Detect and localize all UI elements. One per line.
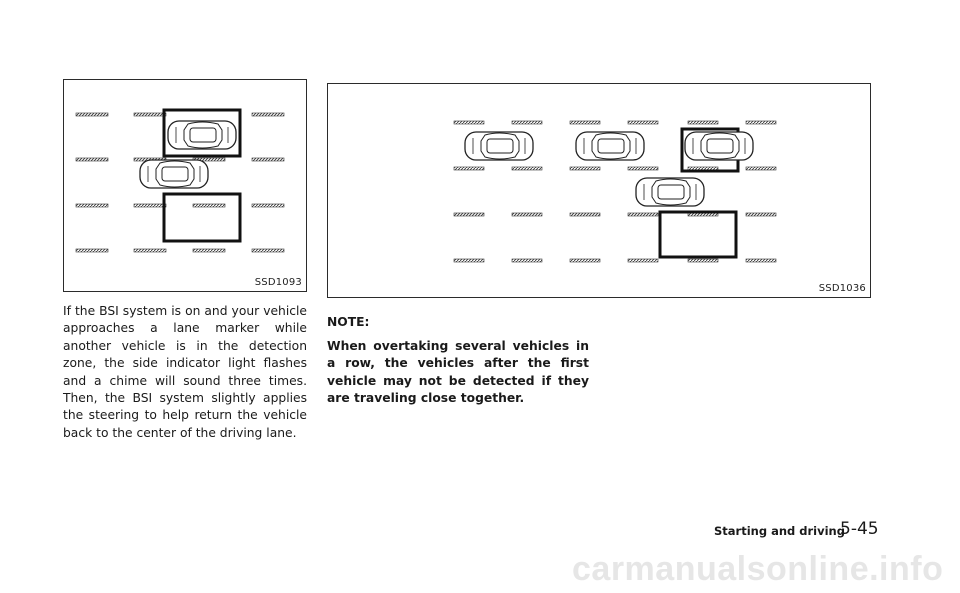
figure-bsi-lane-return: SSD1093 [63,79,307,292]
car-in-detection-zone [167,120,237,150]
vehicle-in-row-2 [575,131,645,161]
own-vehicle [139,159,209,189]
vehicle-in-row-1 [464,131,534,161]
detection-zone-lower [162,192,242,243]
note-text: When overtaking several vehicles in a ro… [327,339,589,406]
watermark: carmanualsonline.info [572,550,944,588]
page-number: 5-45 [840,519,879,539]
detection-zone-upper [162,108,242,158]
lane-markers [75,112,285,253]
figure-bsi-overtaking: SSD1036 [327,83,871,298]
figure-code: SSD1093 [254,277,302,288]
footer-section-title: Starting and driving [714,524,845,538]
own-vehicle [635,177,705,207]
figure-code: SSD1036 [818,283,866,294]
figure-bsi-lane-return-drawing [75,108,285,253]
bsi-description-paragraph: If the BSI system is on and your vehicle… [63,304,307,440]
detection-zone-lower [658,210,738,259]
note-title: NOTE: [327,315,370,329]
lane-markers [453,120,777,263]
figure-bsi-overtaking-drawing [453,120,777,263]
vehicle-in-row-3 [684,131,754,161]
